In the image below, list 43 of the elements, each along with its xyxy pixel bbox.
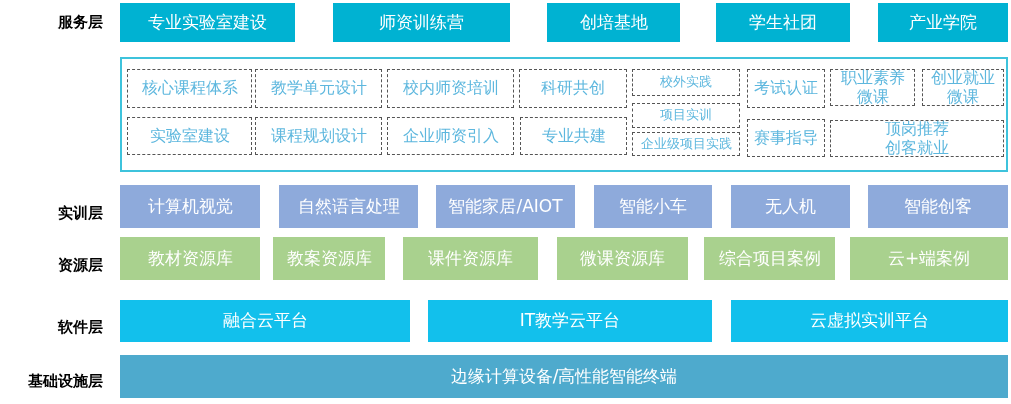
training-box: 自然语言处理 bbox=[279, 185, 418, 228]
service-box: 专业实验室建设 bbox=[120, 3, 295, 42]
training-box: 智能创客 bbox=[868, 185, 1008, 228]
dashed-box: 教学单元设计 bbox=[255, 69, 382, 108]
resource-box: 课件资源库 bbox=[403, 237, 538, 280]
platform-box: IT教学云平台 bbox=[428, 300, 712, 342]
dashed-box: 专业共建 bbox=[520, 117, 627, 155]
dashed-box: 考试认证 bbox=[747, 69, 825, 108]
dashed-box: 科研共创 bbox=[519, 69, 627, 108]
dashed-box: 校外实践 bbox=[632, 69, 740, 96]
training-box: 计算机视觉 bbox=[120, 185, 260, 228]
service-box: 产业学院 bbox=[878, 3, 1008, 42]
dashed-box: 创业就业微课 bbox=[922, 69, 1004, 106]
dashed-box: 赛事指导 bbox=[747, 119, 825, 157]
dashed-box: 项目实训 bbox=[632, 103, 740, 128]
service-box: 创培基地 bbox=[547, 3, 680, 42]
layer-label: 资源层 bbox=[58, 255, 103, 275]
layer-label: 软件层 bbox=[58, 317, 103, 337]
training-box: 智能家居/AIOT bbox=[436, 185, 575, 228]
dashed-box: 实验室建设 bbox=[127, 117, 252, 155]
resource-box: 微课资源库 bbox=[557, 237, 688, 280]
dashed-box: 校内师资培训 bbox=[387, 69, 514, 108]
dashed-box: 企业师资引入 bbox=[387, 117, 514, 155]
service-box: 师资训练营 bbox=[333, 3, 510, 42]
training-box: 智能小车 bbox=[594, 185, 712, 228]
layer-label: 基础设施层 bbox=[28, 371, 103, 391]
panel-frame bbox=[120, 57, 1008, 172]
platform-box: 云虚拟实训平台 bbox=[731, 300, 1008, 342]
layer-label: 服务层 bbox=[58, 12, 103, 32]
dashed-box: 顶岗推荐创客就业 bbox=[830, 120, 1004, 157]
training-box: 无人机 bbox=[731, 185, 850, 228]
dashed-box: 企业级项目实践 bbox=[632, 132, 740, 156]
layer-label: 实训层 bbox=[58, 203, 103, 223]
platform-box: 融合云平台 bbox=[120, 300, 410, 342]
resource-box: 教材资源库 bbox=[120, 237, 260, 280]
resource-box: 教案资源库 bbox=[273, 237, 385, 280]
infrastructure-bar: 边缘计算设备/高性能智能终端 bbox=[120, 355, 1008, 398]
dashed-box: 职业素养微课 bbox=[830, 69, 915, 106]
service-box: 学生社团 bbox=[716, 3, 850, 42]
dashed-box: 课程规划设计 bbox=[255, 117, 382, 155]
dashed-box: 核心课程体系 bbox=[127, 69, 252, 108]
resource-box: 云+端案例 bbox=[850, 237, 1008, 280]
resource-box: 综合项目案例 bbox=[704, 237, 835, 280]
